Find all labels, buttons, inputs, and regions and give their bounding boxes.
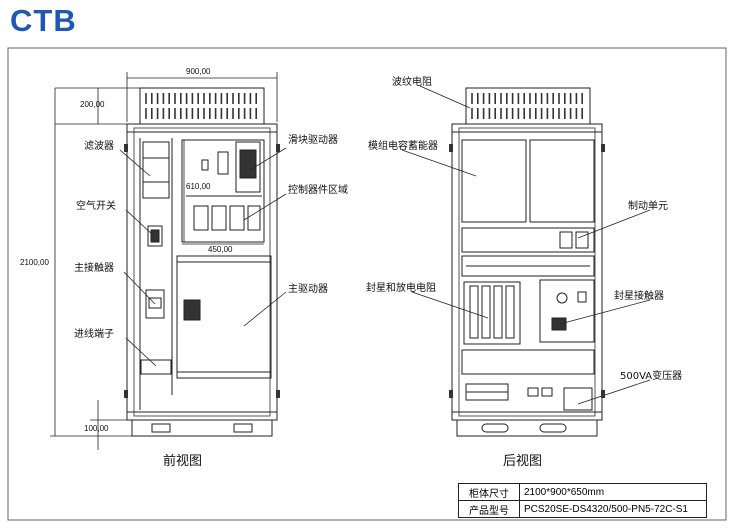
label-capacitor: 模组电容蓄能器	[368, 141, 438, 152]
label-main-driver: 主驱动器	[288, 284, 328, 295]
label-filter: 滤波器	[84, 141, 114, 152]
dim-height: 2100,00	[20, 258, 49, 267]
label-seal-resistor: 封星和放电电阻	[366, 283, 436, 294]
spec-table: 柜体尺寸 2100*900*650mm 产品型号 PCS20SE-DS4320/…	[458, 483, 707, 518]
spec-row: 柜体尺寸 2100*900*650mm	[458, 483, 707, 501]
spec-row: 产品型号 PCS20SE-DS4320/500-PN5-72C-S1	[458, 500, 707, 518]
dim-width: 900,00	[186, 67, 211, 76]
label-main-contactor: 主接触器	[74, 263, 114, 274]
ctb-logo: CTB	[10, 3, 77, 38]
spec-key: 产品型号	[458, 500, 520, 518]
rear-view-title: 后视图	[503, 454, 543, 469]
spec-value: PCS20SE-DS4320/500-PN5-72C-S1	[519, 500, 707, 518]
front-cabinet	[126, 87, 278, 437]
spec-value: 2100*900*650mm	[519, 483, 707, 501]
rear-cabinet	[451, 87, 603, 437]
dim-inner-height: 610,00	[186, 182, 211, 191]
front-view-title: 前视图	[163, 454, 203, 469]
label-brake-unit: 制动单元	[628, 201, 668, 212]
dim-inner-width: 450,00	[208, 245, 233, 254]
label-air-switch: 空气开关	[76, 201, 116, 212]
label-transformer: 500VA变压器	[620, 371, 683, 382]
label-seal-contactor: 封星接触器	[614, 291, 664, 302]
dim-base: 100,00	[84, 424, 109, 433]
dim-top-section: 200,00	[80, 100, 105, 109]
label-slider-driver: 滑块驱动器	[288, 135, 338, 146]
spec-key: 柜体尺寸	[458, 483, 520, 501]
label-controller-zone: 控制器件区域	[288, 185, 348, 196]
label-terminal: 进线端子	[74, 329, 114, 340]
label-resistor: 波纹电阻	[392, 77, 432, 88]
